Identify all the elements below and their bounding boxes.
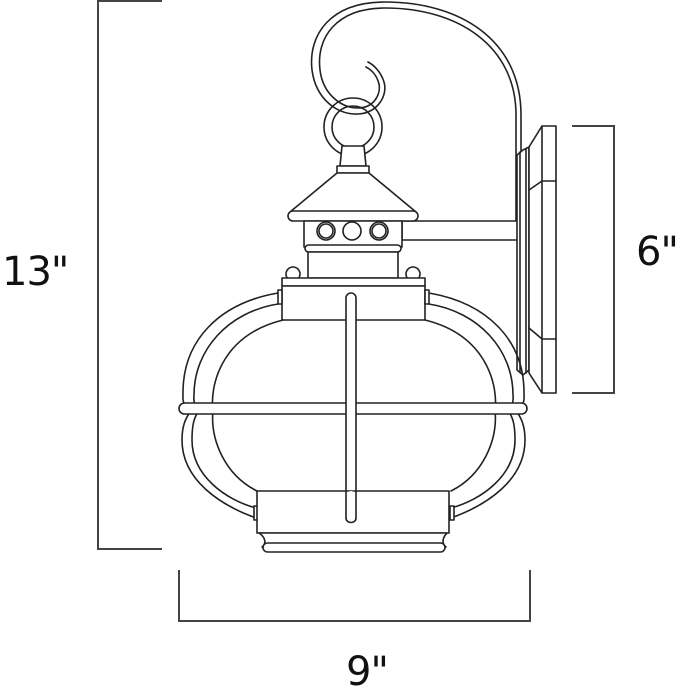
height-dimension-bracket [97,0,162,550]
height-dimension-label: 13" [2,249,69,295]
lantern-base [256,490,450,553]
lantern-neck [336,145,370,174]
wall-backplate [516,125,557,394]
width-dimension-label: 9" [346,649,389,695]
support-arm [401,220,521,241]
vent-band [303,220,403,279]
lantern-roof [287,172,419,222]
backplate-dimension-label: 6" [636,229,679,275]
backplate-dimension-bracket [572,125,615,394]
width-dimension-bracket [178,570,531,622]
scroll-arm [310,1,522,236]
cage-bars [178,289,528,524]
